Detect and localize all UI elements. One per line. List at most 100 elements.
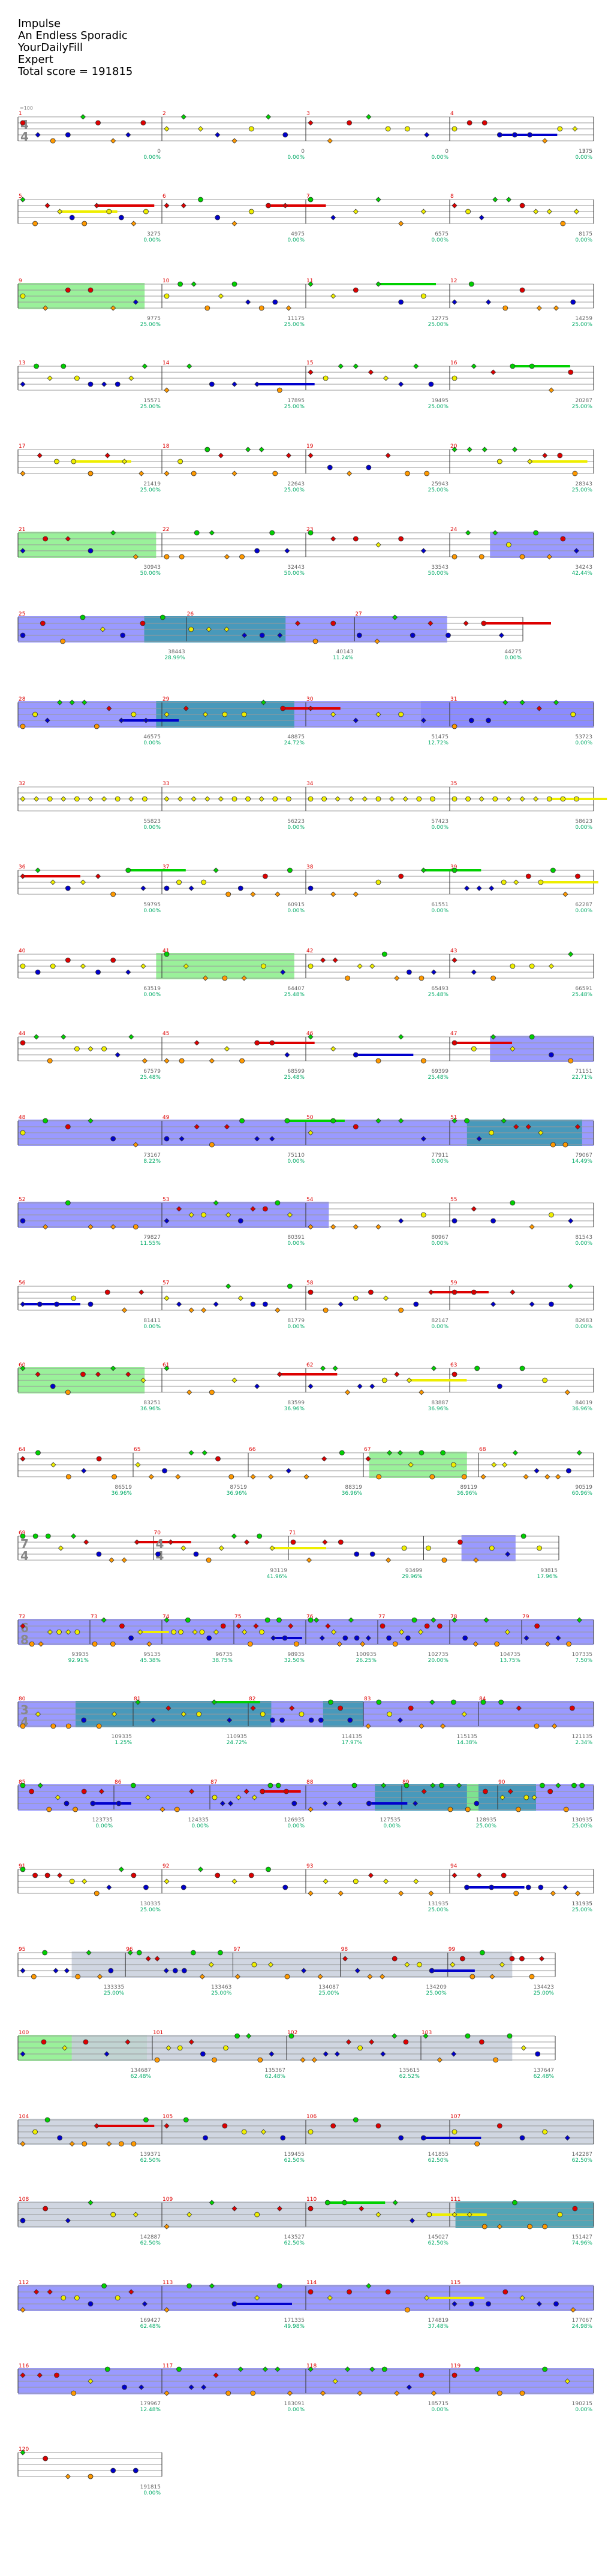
- measure-number: 3: [306, 111, 310, 117]
- note-gem: [431, 2390, 437, 2396]
- note-gem: [34, 2289, 40, 2295]
- note-gem: [579, 1782, 585, 1788]
- measure-score: 44275: [504, 649, 522, 655]
- sustain-tail: [287, 1120, 345, 1122]
- note-gem: [96, 1551, 102, 1557]
- measure-number: 111: [450, 2197, 460, 2203]
- note-gem: [496, 2390, 502, 2396]
- measure-percentage: 37.48%: [428, 2324, 449, 2330]
- measure-number: 95: [19, 1947, 25, 1953]
- measure-percentage: 36.96%: [112, 1491, 133, 1497]
- measure-score: 69399: [431, 1069, 449, 1075]
- note-gem: [426, 2212, 432, 2218]
- note-gem: [179, 1136, 185, 1142]
- note-gem: [520, 2045, 526, 2051]
- note-gem: [241, 2129, 247, 2135]
- note-gem: [209, 381, 215, 387]
- note-gem: [65, 1723, 71, 1729]
- note-gem: [381, 1377, 387, 1383]
- measure-score: 134423: [534, 1984, 554, 1990]
- note-gem: [110, 2468, 116, 2474]
- note-gem: [34, 363, 39, 369]
- measure-number: 20: [450, 444, 458, 450]
- measure-score: 142887: [140, 2234, 161, 2240]
- note-gem: [164, 1878, 170, 1884]
- measure-score: 33543: [431, 565, 449, 571]
- sustain-tail: [262, 1790, 301, 1793]
- note-gem: [231, 381, 237, 387]
- note-gem: [542, 2129, 548, 2135]
- note-gem: [81, 1788, 87, 1794]
- note-gem: [35, 1371, 41, 1377]
- note-gem: [375, 1224, 381, 1230]
- note-gem: [280, 705, 286, 711]
- measure-number: 62: [306, 1362, 313, 1368]
- sustain-tail: [429, 2213, 487, 2216]
- note-gem: [218, 453, 224, 459]
- note-gem: [308, 197, 314, 203]
- note-gem: [366, 1800, 372, 1806]
- measure-score: 46575: [143, 734, 161, 740]
- measure-score: 130335: [140, 1901, 161, 1907]
- note-gem: [536, 705, 542, 711]
- note-gem: [211, 1699, 217, 1705]
- measure-number: 50: [306, 1115, 314, 1121]
- note-gem: [306, 1557, 312, 1563]
- note-gem: [125, 2039, 131, 2045]
- note-gem: [20, 197, 26, 203]
- note-gem: [115, 2295, 121, 2301]
- measure-score: 86519: [115, 1485, 132, 1491]
- note-gem: [478, 2039, 484, 2045]
- note-gem: [375, 1118, 381, 1124]
- measure-number: 53: [162, 1197, 169, 1203]
- note-gem: [260, 1788, 266, 1794]
- note-gem: [122, 2384, 127, 2390]
- measure-number: 7: [306, 194, 310, 200]
- chart-row-25: 10413937162.50%10513945562.50%1061418556…: [17, 2114, 594, 2164]
- note-gem: [228, 1474, 234, 1480]
- note-gem: [291, 1800, 297, 1806]
- measure-percentage: 25.48%: [428, 1075, 449, 1081]
- time-signature-top: 4: [156, 1537, 164, 1551]
- note-gem: [345, 1389, 351, 1395]
- note-gem: [88, 548, 94, 554]
- note-gem: [498, 1699, 504, 1705]
- note-gem: [224, 626, 230, 632]
- note-gem: [330, 1224, 336, 1230]
- note-gem: [69, 1878, 75, 1884]
- note-gem: [47, 1629, 53, 1635]
- note-gem: [452, 375, 458, 381]
- note-gem: [398, 221, 404, 227]
- measure-percentage: 49.98%: [284, 2324, 305, 2330]
- note-gem: [469, 1974, 475, 1980]
- note-gem: [308, 369, 314, 375]
- note-gem: [125, 1371, 131, 1377]
- note-gem: [504, 1629, 510, 1635]
- note-gem: [465, 209, 471, 215]
- measure-number: 79: [522, 1614, 529, 1620]
- measure-number: 43: [450, 948, 457, 954]
- note-gem: [220, 1623, 226, 1629]
- chart-row-9: 32558230.00%33562230.00%34574230.00%3558…: [17, 781, 607, 831]
- note-gem: [550, 867, 556, 873]
- note-gem: [570, 711, 576, 717]
- note-gem: [245, 299, 251, 305]
- note-gem: [574, 1124, 581, 1130]
- measure-number: 81: [134, 1696, 140, 1702]
- chart-row-8: 28465750.00%294887524.72%305147512.72%31…: [17, 696, 594, 746]
- note-gem: [463, 620, 469, 626]
- note-gem: [353, 891, 359, 897]
- note-gem: [239, 554, 245, 560]
- note-gem: [399, 1629, 405, 1635]
- note-gem: [20, 963, 26, 969]
- note-gem: [121, 459, 128, 464]
- note-gem: [502, 1462, 508, 1468]
- note-gem: [135, 1462, 141, 1468]
- note-gem: [533, 530, 538, 536]
- measure-score: 87519: [230, 1485, 247, 1491]
- measure-score: 93119: [270, 1568, 287, 1574]
- note-gem: [60, 638, 66, 644]
- measure-score: 114135: [342, 1734, 362, 1740]
- measure-number: 87: [210, 1779, 217, 1785]
- note-gem: [560, 221, 566, 227]
